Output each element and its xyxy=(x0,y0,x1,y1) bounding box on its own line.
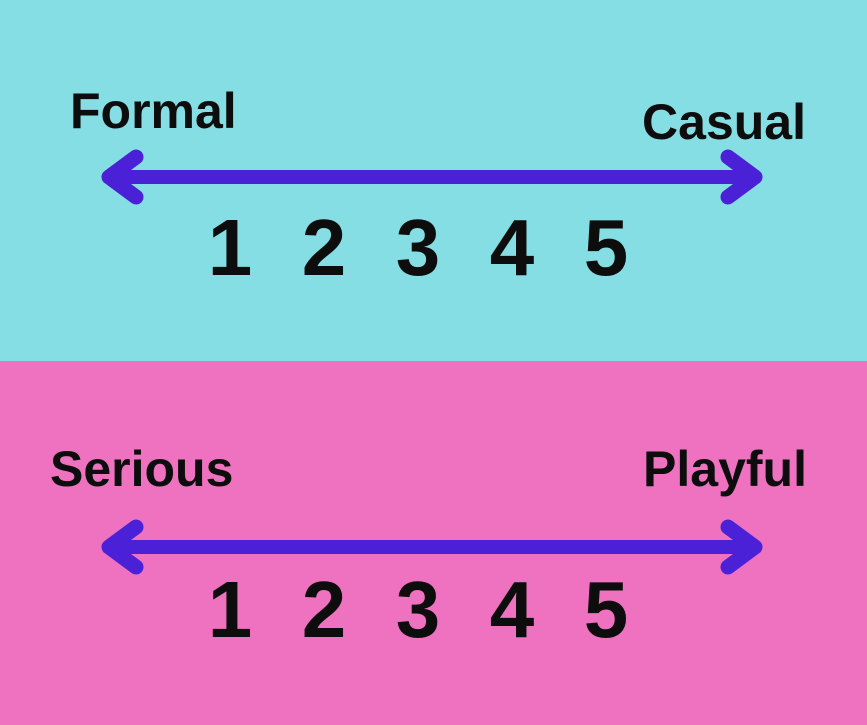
scale-point-5: 5 xyxy=(583,565,629,654)
tone-right-label: Playful xyxy=(643,441,807,497)
formality-scale-points: 1 2 3 4 5 xyxy=(207,208,629,288)
scale-point-2: 2 xyxy=(301,565,347,654)
scale-point-2: 2 xyxy=(301,203,347,292)
tone-left-label: Serious xyxy=(50,441,234,497)
scale-point-4: 4 xyxy=(489,203,535,292)
scale-point-4: 4 xyxy=(489,565,535,654)
scale-point-1: 1 xyxy=(207,203,253,292)
formality-left-label: Formal xyxy=(70,83,237,139)
scale-point-1: 1 xyxy=(207,565,253,654)
double-headed-arrow-icon xyxy=(101,519,763,575)
double-headed-arrow-icon xyxy=(101,149,763,205)
tone-scale-points: 1 2 3 4 5 xyxy=(207,570,629,650)
tone-scale-panel: Serious Playful 1 2 3 4 5 xyxy=(0,361,867,725)
formality-right-label: Casual xyxy=(642,94,806,150)
scale-point-5: 5 xyxy=(583,203,629,292)
scale-point-3: 3 xyxy=(395,203,441,292)
scale-point-3: 3 xyxy=(395,565,441,654)
formality-scale-panel: Formal Casual 1 2 3 4 5 xyxy=(0,0,867,361)
